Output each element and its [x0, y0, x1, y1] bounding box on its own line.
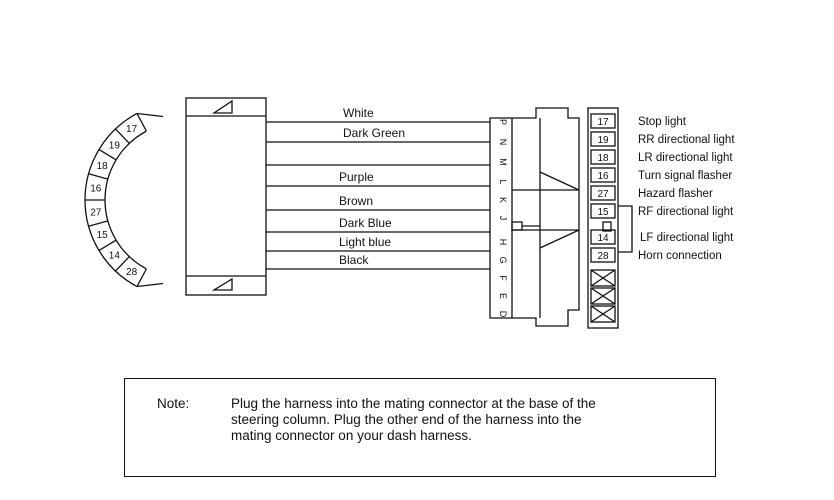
terminal-number: 27: [597, 189, 609, 200]
terminal-bracket: [618, 205, 633, 253]
connector-rail: [539, 171, 580, 249]
arc-divider: [88, 173, 109, 180]
terminal-number: 28: [597, 251, 609, 262]
terminal-number: 15: [597, 207, 609, 218]
pin-letter: P: [498, 119, 508, 125]
terminal-strip-outline: [587, 107, 619, 329]
wire-label: Dark Blue: [339, 216, 392, 230]
arc-terminal-number: 19: [109, 140, 121, 151]
empty-cell-cross: [590, 287, 616, 305]
note-title: Note:: [157, 396, 190, 411]
arc-terminal-number: 15: [97, 230, 109, 241]
arc-terminal-number: 27: [90, 207, 102, 218]
pin-letter: G: [498, 256, 508, 263]
pin-letter: K: [498, 197, 508, 203]
orientation-triangle: [211, 99, 233, 114]
connector-housing: [489, 107, 580, 327]
note-line: steering column. Plug the other end of t…: [231, 412, 582, 427]
pin-letter: N: [498, 139, 508, 146]
note-text: Plug the harness into the mating connect…: [231, 396, 651, 444]
connector-latch: [511, 221, 523, 231]
arc-terminal-number: 28: [126, 267, 138, 278]
wire-label: Light blue: [339, 235, 391, 249]
left-connector-block: [185, 97, 267, 296]
pin-letter: H: [498, 239, 508, 246]
arc-divider: [98, 148, 117, 161]
terminal-cell: [590, 149, 616, 165]
left-block-outline: [185, 97, 267, 296]
wire-label: Black: [339, 253, 369, 267]
terminal-number: 19: [597, 135, 609, 146]
arc-terminal-number: 18: [97, 161, 109, 172]
right-connector-block: P N M L K J H G F E D: [489, 107, 580, 327]
terminal-cell: [590, 203, 616, 219]
pin-letter: J: [498, 216, 508, 221]
terminal-number: 18: [597, 153, 609, 164]
wire-label: White: [343, 106, 374, 120]
arc-divider: [88, 220, 109, 227]
terminal-number: 14: [597, 233, 609, 244]
terminal-function-label: Hazard flasher: [638, 188, 713, 200]
terminal-latch: [602, 221, 612, 232]
terminal-cell: [590, 185, 616, 201]
terminal-cell: [590, 113, 616, 129]
connector-rail: [512, 189, 579, 231]
pin-letter: E: [498, 293, 508, 299]
arc-divider: [136, 113, 147, 132]
note-box: Note: Plug the harness into the mating c…: [124, 378, 716, 477]
terminal-strip: 17 Stop light 19 RR directional light 18 LR d…: [587, 107, 735, 329]
terminal-function-label: RR directional light: [638, 134, 735, 146]
terminal-cell: [590, 167, 616, 183]
arc-divider: [115, 128, 130, 144]
wire-label: Brown: [339, 194, 373, 208]
pin-letter: M: [498, 158, 508, 166]
empty-terminal-cell: [590, 305, 616, 323]
terminal-function-label: Turn signal flasher: [638, 170, 732, 182]
arc-inner: [104, 130, 147, 270]
arc-terminal-number: 16: [90, 184, 102, 195]
arc-divider: [115, 256, 130, 272]
wire-label: Dark Green: [343, 126, 405, 140]
terminal-number: 16: [597, 171, 609, 182]
terminal-number: 17: [597, 117, 609, 128]
wire-label: Purple: [339, 170, 374, 184]
orientation-triangle: [211, 277, 233, 291]
empty-terminal-cell: [590, 287, 616, 305]
terminal-function-label: Horn connection: [638, 250, 722, 262]
terminal-function-label: LR directional light: [638, 152, 733, 164]
empty-terminal-cell: [590, 269, 616, 287]
empty-cell-cross: [590, 269, 616, 287]
terminal-cell: [590, 229, 616, 245]
arc-divider: [136, 268, 147, 287]
arc-terminal-number: 17: [126, 124, 138, 135]
terminal-cell: [590, 247, 616, 263]
pin-letter: F: [498, 275, 508, 281]
terminal-function-label: RF directional light: [638, 206, 734, 218]
arc-outer: [84, 112, 138, 288]
arc-tab: [136, 282, 164, 288]
terminal-function-label: LF directional light: [640, 232, 734, 244]
note-line: Plug the harness into the mating connect…: [231, 396, 596, 411]
arc-tab: [136, 112, 164, 118]
pin-letter: L: [498, 179, 508, 184]
arc-terminal-number: 14: [109, 251, 121, 262]
pin-letter: D: [498, 311, 508, 318]
terminal-function-label: Stop light: [638, 116, 687, 128]
arc-divider: [98, 239, 117, 252]
empty-cell-cross: [590, 305, 616, 323]
terminal-cell: [590, 131, 616, 147]
note-line: mating connector on your dash harness.: [231, 428, 472, 443]
